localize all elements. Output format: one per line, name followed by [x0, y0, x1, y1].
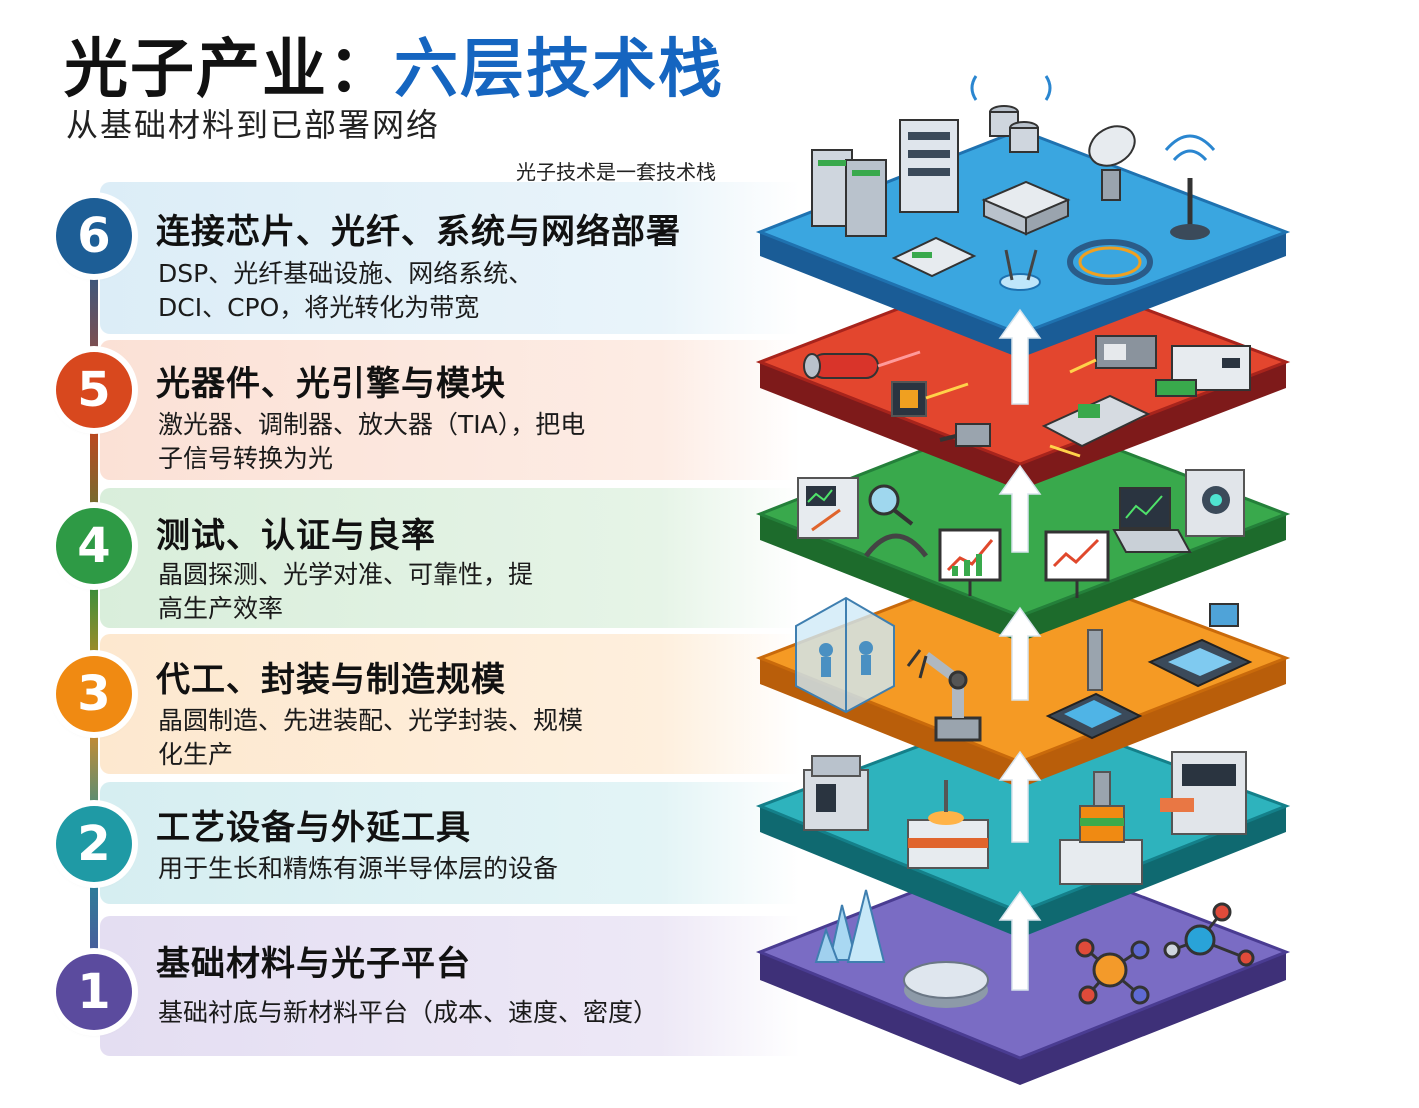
page-title: 光子产业：六层技术栈 — [64, 18, 724, 110]
layer-6-band — [100, 182, 800, 334]
layer-4-description: 晶圆探测、光学对准、可靠性，提高生产效率 — [158, 560, 534, 623]
yield-chart-monitor-icon — [938, 528, 1002, 596]
laptop-icon — [1112, 487, 1192, 553]
layer-6-number-badge: 6 — [56, 198, 132, 274]
layer-4-title: 测试、认证与良率 — [156, 516, 436, 556]
layer-1-number-badge: 1 — [56, 954, 132, 1030]
layer-2-title: 工艺设备与外延工具 — [156, 808, 471, 848]
laser-icon — [803, 350, 921, 379]
furnace-icon — [907, 780, 989, 869]
layer-5-title: 光器件、光引擎与模块 — [156, 364, 506, 404]
wafer-icon — [903, 961, 989, 1008]
layer-5-description: 激光器、调制器、放大器（TIA），把电子信号转换为光 — [158, 410, 586, 473]
test-instrument-icon — [797, 477, 859, 539]
stack-tagline: 光子技术是一套技术栈 — [516, 160, 716, 184]
layer-2-band — [100, 782, 800, 904]
optical-engine-icon — [1041, 394, 1151, 458]
layer-4-band — [100, 488, 800, 628]
cleanroom-icon — [795, 596, 895, 714]
title-main: 光子产业： — [64, 33, 394, 107]
processor-icon — [1147, 603, 1253, 688]
page-subtitle: 从基础材料到已部署网络 — [66, 106, 441, 144]
analysis-monitor-icon — [1044, 530, 1110, 598]
antenna-tower-icon — [1164, 134, 1216, 240]
network-module-icon — [1155, 345, 1251, 397]
layer-5-band — [100, 340, 800, 480]
timeline-rail — [90, 236, 98, 996]
chip-placement-icon — [1045, 629, 1143, 740]
layer-5-number-badge: 5 — [56, 352, 132, 428]
inspection-machine-icon — [1185, 469, 1245, 537]
fiber-bundle-icon — [999, 249, 1041, 291]
connector-icon — [939, 423, 991, 447]
layer-1-band — [100, 916, 800, 1056]
layer-1-title: 基础材料与光子平台 — [156, 944, 471, 984]
reactor-icon — [1160, 751, 1247, 835]
layer-4-number-badge: 4 — [56, 508, 132, 584]
upward-flow-arrows — [998, 308, 1042, 991]
robot-arm-icon — [906, 649, 982, 742]
layer-6-description: DSP、光纤基础设施、网络系统、DCI、CPO，将光转化为带宽 — [158, 259, 534, 322]
server-cabinet-icon — [899, 119, 959, 213]
router-icon — [891, 236, 977, 278]
layer-6-title: 连接芯片、光纤、系统与网络部署 — [156, 212, 681, 252]
title-accent: 六层技术栈 — [394, 33, 724, 107]
layer-3-number-badge: 3 — [56, 656, 132, 732]
layer-2-description: 用于生长和精炼有源半导体层的设备 — [158, 854, 559, 883]
molecule-icon — [1075, 902, 1255, 1005]
layer-3-band — [100, 634, 800, 774]
modulator-icon — [891, 381, 969, 417]
database-icon — [970, 75, 1052, 153]
transceiver-module-icon — [1069, 335, 1157, 374]
network-switch-icon — [981, 180, 1071, 236]
server-rack-icon — [811, 149, 887, 237]
crystal-icon — [814, 889, 886, 963]
layer-1-description: 基础衬底与新材料平台（成本、速度、密度） — [158, 998, 659, 1027]
epitaxy-tool-icon — [1059, 771, 1143, 885]
layer-3-title: 代工、封装与制造规模 — [156, 660, 506, 700]
deposition-machine-icon — [803, 755, 869, 831]
microscope-icon — [864, 484, 928, 558]
fiber-coil-icon — [1067, 239, 1153, 285]
layer-3-description: 晶圆制造、先进装配、光学封装、规模化生产 — [158, 706, 584, 769]
layer-2-number-badge: 2 — [56, 806, 132, 882]
satellite-dish-icon — [1088, 125, 1136, 201]
